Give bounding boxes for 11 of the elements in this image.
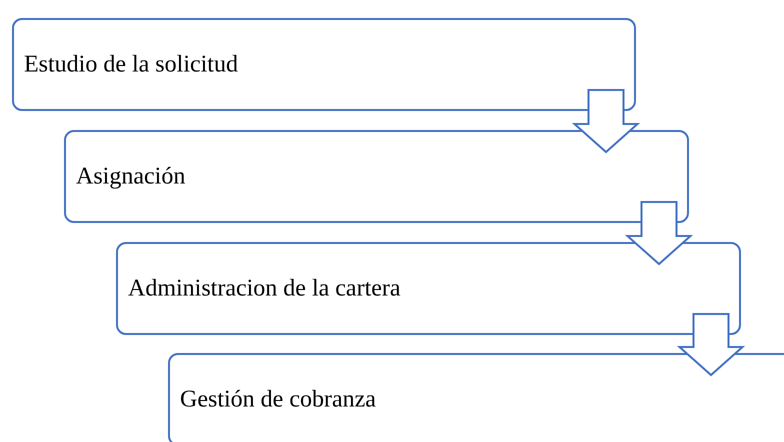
step-label: Asignación bbox=[76, 163, 186, 190]
process-box bbox=[116, 242, 741, 335]
process-box bbox=[12, 18, 636, 111]
block-arrow bbox=[572, 89, 640, 154]
process-box bbox=[168, 353, 784, 442]
step-label: Gestión de cobranza bbox=[180, 386, 376, 413]
block-arrow bbox=[624, 201, 694, 266]
step-label: Estudio de la solicitud bbox=[24, 51, 238, 78]
block-arrow bbox=[676, 313, 746, 376]
process-box bbox=[64, 130, 689, 223]
step-label: Administracion de la cartera bbox=[128, 275, 401, 302]
